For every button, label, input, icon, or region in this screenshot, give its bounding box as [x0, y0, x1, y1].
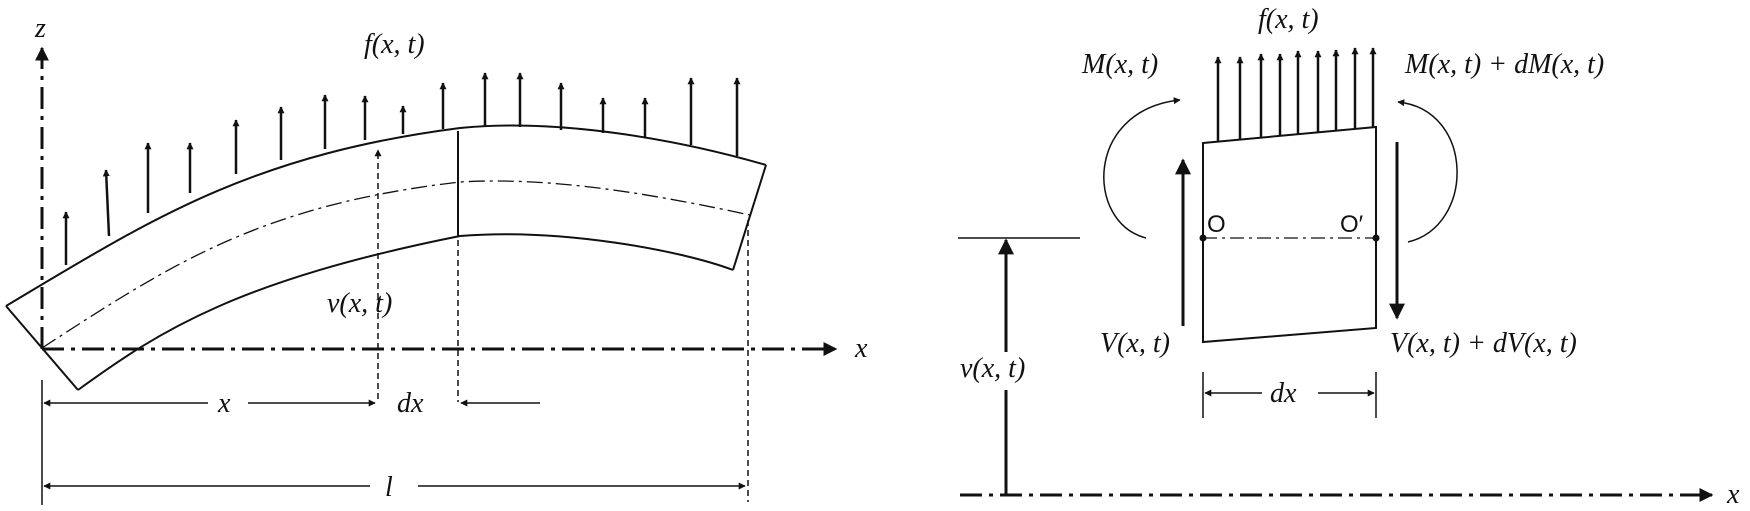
element-dx-label: dx [1270, 378, 1297, 409]
shear-right-label: V(x, t) + dV(x, t) [1390, 328, 1577, 359]
left-diagram [5, 46, 838, 505]
moment-left-label: M(x, t) [1081, 49, 1158, 80]
dim-l-label: l [385, 472, 393, 503]
load-label: f(x, t) [364, 29, 425, 60]
beam-element [1202, 125, 1377, 344]
shear-left-label: V(x, t) [1100, 328, 1170, 359]
element-load-label: f(x, t) [1258, 4, 1319, 35]
moment-right-arc [1397, 99, 1458, 243]
beam-top-edge [5, 124, 767, 307]
point-o-label: O [1207, 211, 1226, 238]
load-arrow [102, 169, 111, 237]
right-diagram [958, 47, 1714, 502]
x-axis-label: x [854, 333, 868, 364]
point-o-marker [1199, 234, 1207, 242]
point-o-prime-marker [1372, 234, 1380, 242]
beam-bottom-edge [77, 233, 734, 391]
moment-right-label: M(x, t) + dM(x, t) [1404, 49, 1604, 80]
right-x-axis-label: x [1726, 479, 1740, 510]
point-o-prime-label: O′ [1340, 211, 1364, 238]
element-load-arrows [1214, 47, 1377, 141]
z-axis-label: z [34, 13, 46, 44]
beam-neutral-axis [41, 180, 751, 349]
deflection-label: v(x, t) [327, 288, 392, 319]
dim-x-label: x [217, 388, 231, 419]
moment-left-arc [1103, 97, 1181, 239]
element-deflection-label: v(x, t) [960, 353, 1025, 384]
dim-dx-label: dx [397, 388, 424, 419]
distributed-load-arrows [62, 72, 741, 265]
beam-right-end [732, 164, 767, 271]
